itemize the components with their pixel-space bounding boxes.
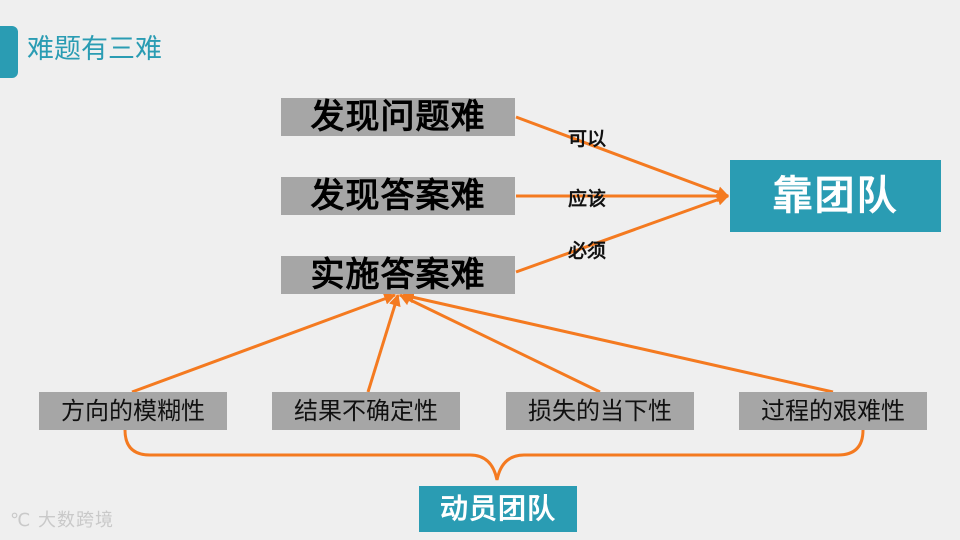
watermark-text: 大数跨境 xyxy=(37,510,114,531)
difficulty-find-answer: 发现答案难 xyxy=(281,177,515,215)
factor-direction-ambiguity: 方向的模糊性 xyxy=(39,392,227,430)
arrow-factor-2 xyxy=(366,293,401,393)
connector-label-can: 可以 xyxy=(568,128,607,150)
arrow-factor-1 xyxy=(131,293,397,394)
arrow-implement-to-team xyxy=(515,193,730,274)
rely-on-team-box: 靠团队 xyxy=(730,160,941,232)
brace xyxy=(123,429,865,481)
difficulty-implement-answer: 实施答案难 xyxy=(281,256,515,294)
watermark-icon: ℃ xyxy=(10,510,32,531)
arrow-factor-3 xyxy=(398,293,601,394)
difficulty-find-problem: 发现问题难 xyxy=(281,98,515,136)
watermark-logo: ℃ 大数跨境 xyxy=(10,506,114,532)
slide-title: 难题有三难 xyxy=(27,34,162,65)
arrow-problem-to-team xyxy=(515,115,730,198)
connector-label-should: 应该 xyxy=(568,188,607,210)
mobilize-team-box: 动员团队 xyxy=(419,486,577,532)
connector-label-must: 必须 xyxy=(568,240,607,262)
title-accent-bar xyxy=(0,26,18,78)
factor-process-hardship: 过程的艰难性 xyxy=(739,392,927,430)
factor-loss-immediacy: 损失的当下性 xyxy=(506,392,694,430)
factor-result-uncertainty: 结果不确定性 xyxy=(272,392,460,430)
arrow-factor-4 xyxy=(401,291,834,394)
